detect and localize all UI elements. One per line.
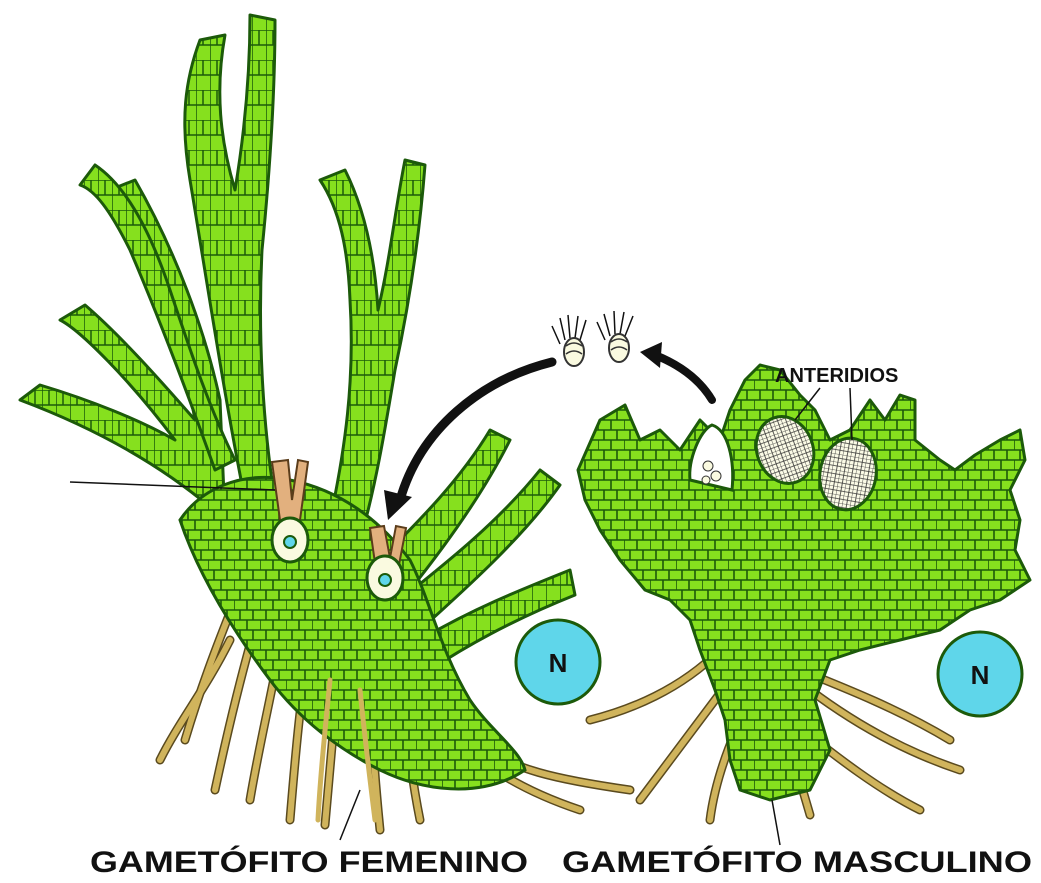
antheridia-label: ANTERIDIOS xyxy=(775,365,898,387)
male-gametophyte xyxy=(578,365,1030,845)
female-ploidy-badge: N xyxy=(516,620,600,704)
male-label-pointer-line xyxy=(772,800,780,845)
female-gametophyte-label: GAMETÓFITO FEMENINO xyxy=(90,845,528,879)
arrow-to-sperm xyxy=(655,355,712,400)
male-ploidy-badge: N xyxy=(938,632,1022,716)
sperm-cells xyxy=(552,311,633,366)
male-gametophyte-label: GAMETÓFITO MASCULINO xyxy=(562,845,1032,879)
archegonium-right xyxy=(367,526,406,600)
female-ploidy-label: N xyxy=(549,648,568,678)
sperm-cell-2 xyxy=(597,311,633,362)
male-ploidy-label: N xyxy=(971,660,990,690)
female-label-pointer-line xyxy=(340,790,360,840)
sperm-cell-1 xyxy=(552,315,586,366)
female-gametophyte xyxy=(20,15,630,840)
